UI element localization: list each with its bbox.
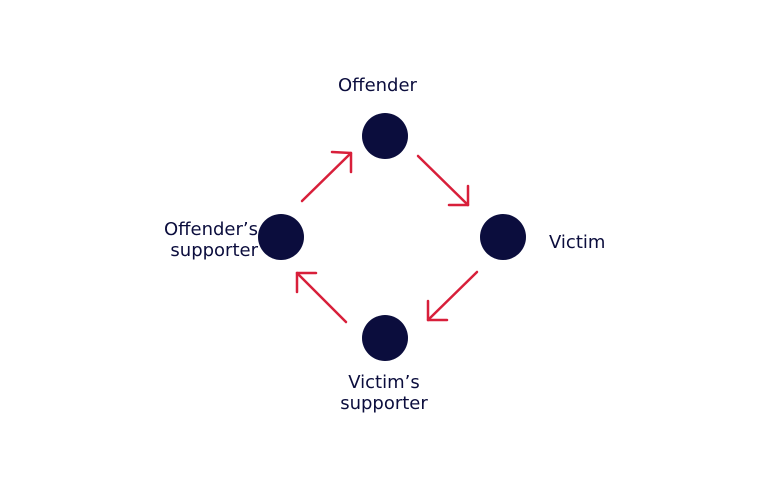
- offender-label-text: Offender: [338, 75, 417, 96]
- arrow-supporter-to-offender: [300, 150, 353, 203]
- victims-supporter-node: [362, 315, 408, 361]
- victims-supporter-label-line2: supporter: [340, 393, 428, 414]
- victims-supporter-label: Victim’s supporter: [334, 372, 434, 414]
- arrow-victims-supporter-to-offenders-supporter: [295, 271, 348, 324]
- victim-label-text: Victim: [549, 232, 606, 253]
- offenders-supporter-label-line1: Offender’s: [163, 219, 258, 240]
- offenders-supporter-node: [258, 214, 304, 260]
- offender-node: [362, 113, 408, 159]
- arrow-offender-to-victim: [416, 154, 470, 207]
- victim-label: Victim: [549, 232, 605, 253]
- offenders-supporter-label-line2: supporter: [170, 240, 258, 261]
- victims-supporter-label-line1: Victim’s: [348, 372, 420, 393]
- offender-label: Offender: [338, 75, 417, 96]
- offenders-supporter-label: Offender’s supporter: [164, 219, 258, 261]
- arrow-victim-to-victims-supporter: [426, 270, 479, 322]
- victim-node: [480, 214, 526, 260]
